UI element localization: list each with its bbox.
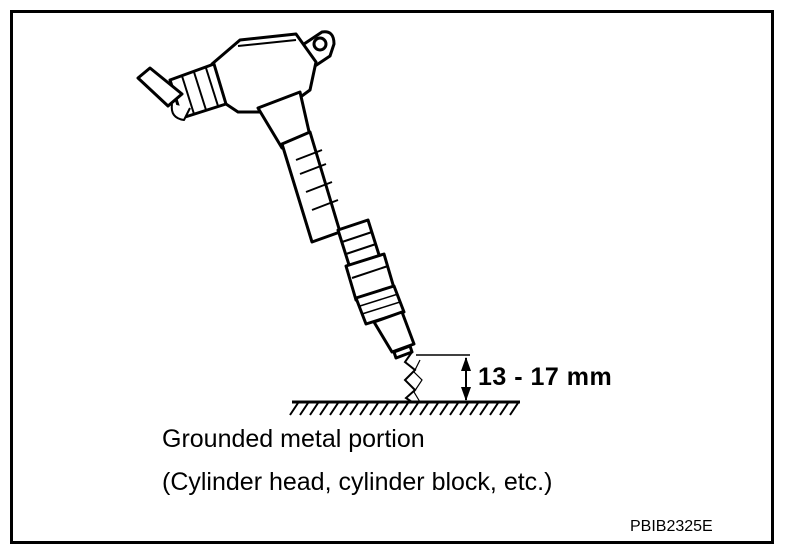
ground-caption-examples: (Cylinder head, cylinder block, etc.) xyxy=(162,468,553,496)
dimension-arrow-icon xyxy=(416,354,471,401)
gap-measurement-label: 13 - 17 mm xyxy=(478,363,613,391)
ignition-coil-icon xyxy=(136,30,342,244)
ground-caption-title: Grounded metal portion xyxy=(162,425,425,453)
figure-code: PBIB2325E xyxy=(630,518,713,535)
spark-icon xyxy=(403,351,417,403)
ground-hatch-icon xyxy=(289,400,520,416)
spark-icon-secondary xyxy=(413,359,423,403)
spark-plug-icon xyxy=(336,218,416,360)
